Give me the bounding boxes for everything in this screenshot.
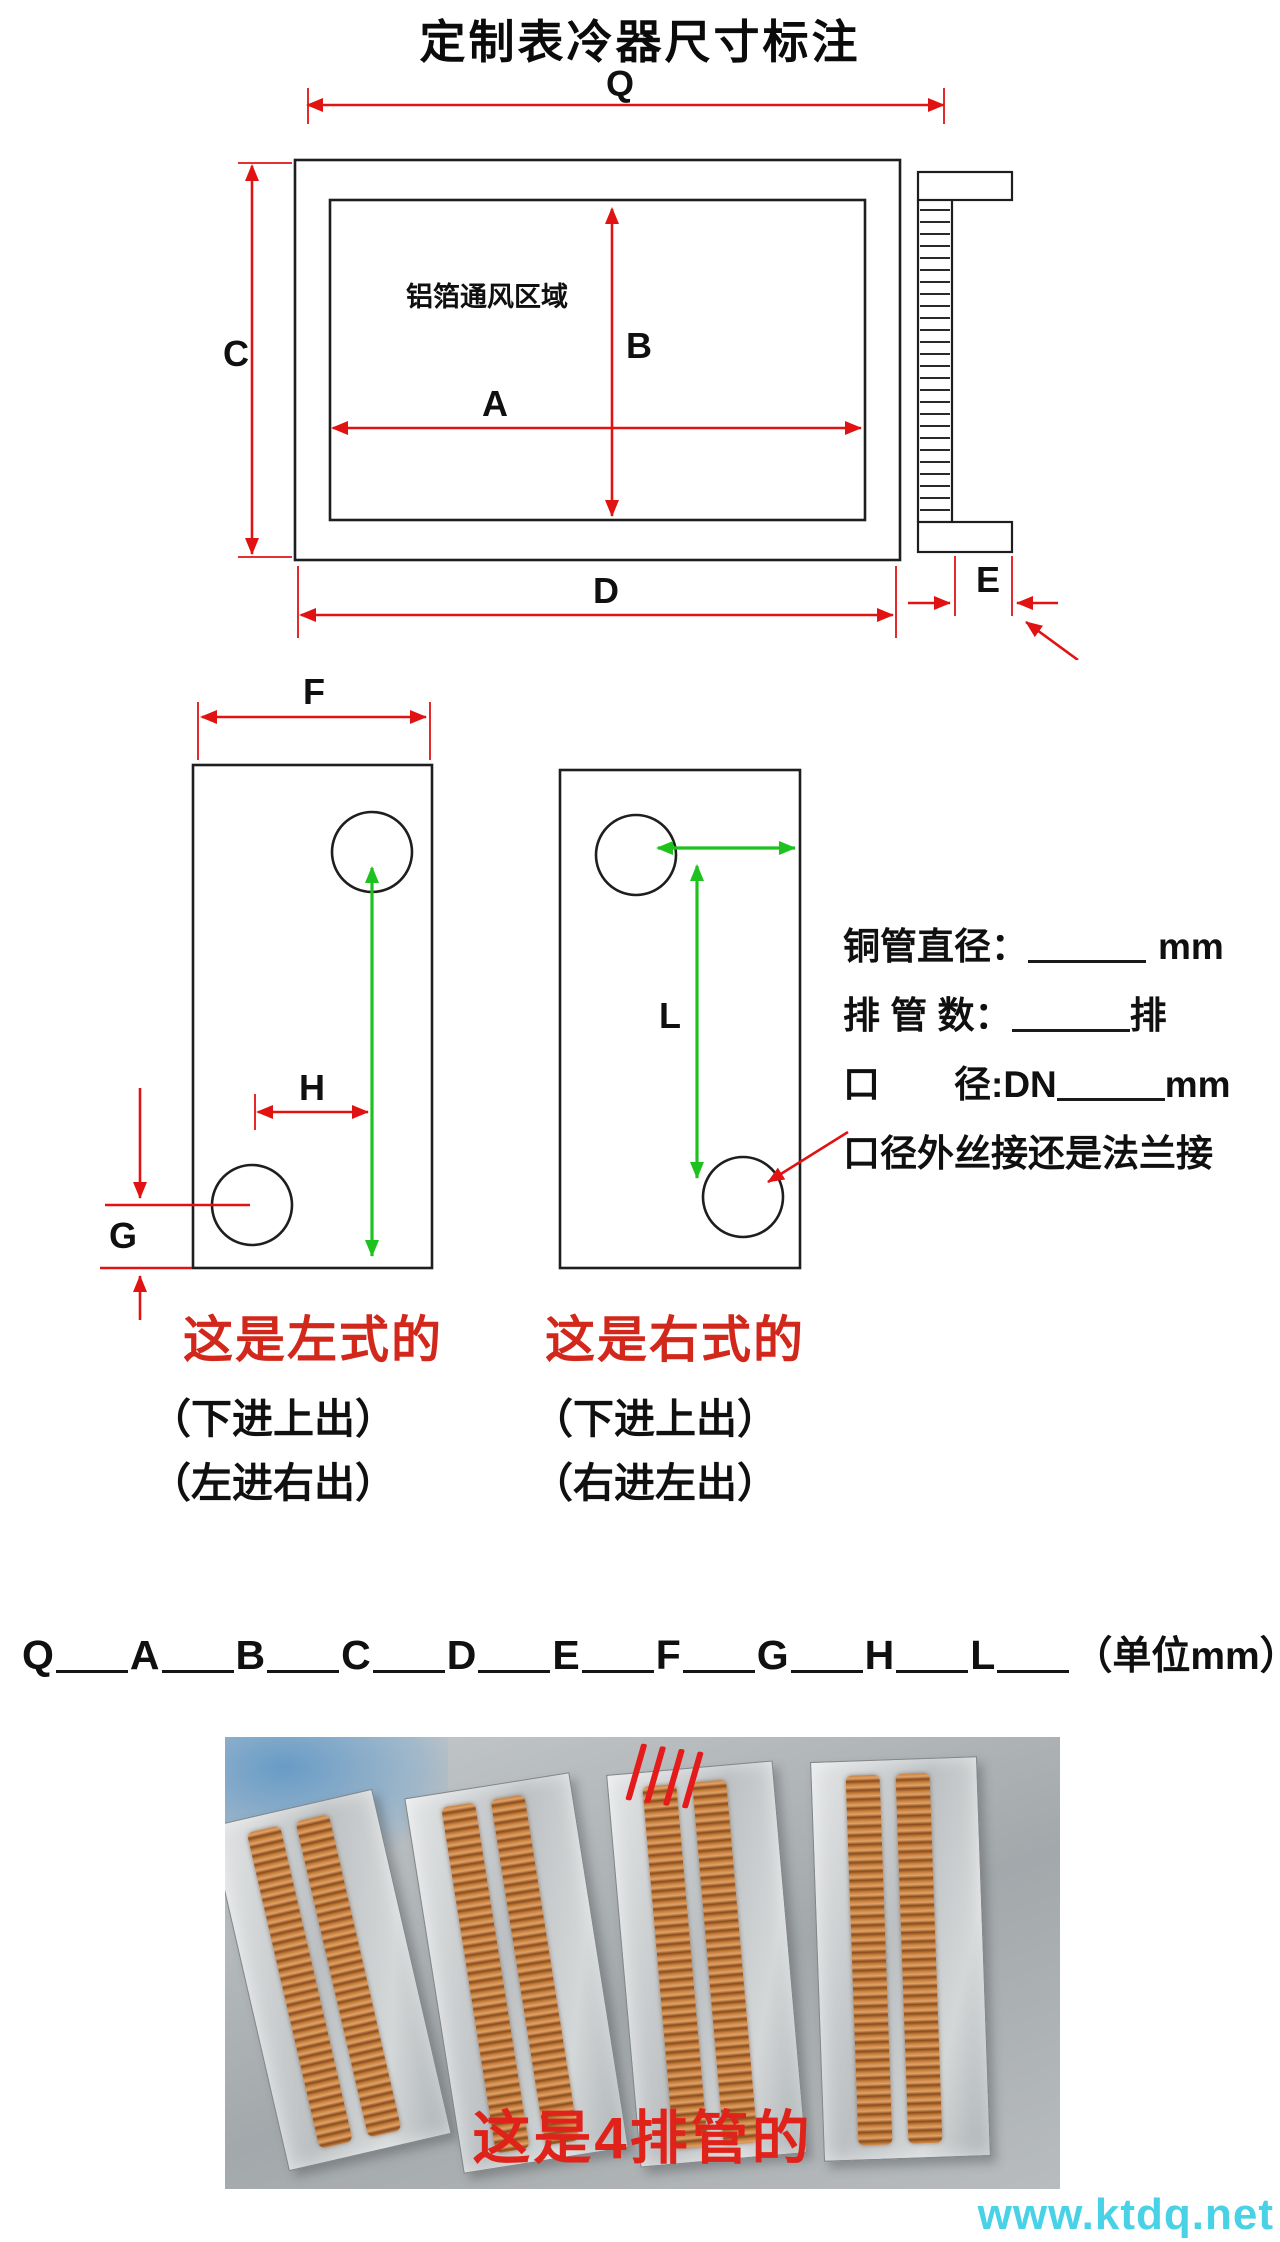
coil-side-profile	[916, 170, 1014, 554]
dim-letter-e: E	[552, 1632, 580, 1678]
dim-label-e: E	[976, 559, 1000, 600]
dim-label-f: F	[303, 671, 325, 712]
dim-e: E	[908, 556, 1079, 660]
blank-line	[682, 1666, 755, 1673]
top-flange	[916, 170, 1014, 202]
dim-label-a: A	[482, 383, 508, 424]
casing-outline	[293, 158, 902, 562]
blank-line	[1028, 956, 1146, 963]
dimension-unit-label: （单位mm）	[1073, 1635, 1280, 1678]
spec-unit: 排	[1129, 995, 1167, 1036]
spec-row-row-count: 排 管 数： 排	[843, 985, 1231, 1039]
spec-row-connection-type: 口径外丝接还是法兰接	[843, 1123, 1231, 1177]
panel-outline	[558, 768, 802, 1270]
left-style-panel: H G F	[100, 671, 434, 1320]
dim-letter-c: C	[341, 1632, 371, 1678]
dim-q: Q	[306, 63, 945, 124]
dim-a: A	[331, 383, 862, 435]
dim-letter-b: B	[235, 1632, 266, 1678]
spec-label: 口 径:DN	[843, 1064, 1057, 1105]
blank-line	[896, 1666, 969, 1673]
dimension-input-row: Q A B C D E F G H L （单位mm）	[20, 1625, 1280, 1681]
spec-unit: mm	[1158, 926, 1224, 967]
right-style-note-1: （下进上出）	[532, 1396, 778, 1442]
blank-line	[1056, 1094, 1165, 1101]
dim-label-h: H	[299, 1067, 325, 1108]
dim-letter-l: L	[970, 1632, 996, 1678]
spec-label: 口径外丝接还是法兰接	[843, 1133, 1213, 1174]
row-mark	[662, 1748, 685, 1806]
cooler-front-view-diagram: 铝箔通风区域 Q C B A	[223, 63, 1079, 660]
vent-area-label: 铝箔通风区域	[406, 281, 568, 312]
port-circle-bottom	[701, 1155, 785, 1239]
blank-line	[372, 1666, 445, 1673]
spec-form: 铜管直径： mm 排 管 数： 排 口 径:DN mm 口径外丝接还是法兰接	[843, 916, 1231, 1192]
port-circle-top	[594, 813, 678, 897]
dim-label-d: D	[593, 570, 619, 611]
dim-label-g: G	[109, 1215, 137, 1256]
dim-letter-g: G	[756, 1632, 789, 1678]
left-style-caption: 这是左式的	[183, 1312, 443, 1368]
fin-texture	[920, 206, 950, 516]
blank-line	[478, 1666, 551, 1673]
page-title: 定制表冷器尺寸标注	[419, 16, 861, 68]
copper-coil-tubes	[895, 1772, 943, 2144]
spec-unit: mm	[1164, 1064, 1231, 1105]
dim-b: B	[605, 207, 652, 517]
product-photo: 这是4排管的	[225, 1737, 1060, 2189]
right-style-panel: L	[558, 768, 849, 1270]
blank-line	[267, 1666, 340, 1673]
dim-c: C	[223, 162, 292, 558]
spec-row-port-size: 口 径:DN mm	[843, 1054, 1231, 1108]
spec-row-tube-diameter: 铜管直径： mm	[843, 916, 1231, 970]
watermark: www.ktdq.net	[977, 2190, 1274, 2239]
cooler-casing: 铝箔通风区域	[293, 158, 902, 562]
blank-line	[161, 1666, 234, 1673]
blank-line	[997, 1666, 1070, 1673]
dim-label-q: Q	[606, 63, 634, 104]
spec-label: 排 管 数：	[843, 995, 1012, 1036]
blank-line	[790, 1666, 863, 1673]
bottom-flange	[916, 520, 1014, 554]
right-style-note-2: （右进左出）	[532, 1460, 778, 1506]
dim-label-c: C	[223, 333, 249, 374]
vent-area-outline	[328, 198, 867, 522]
dim-letter-a: A	[129, 1632, 160, 1678]
leader-arrow	[1025, 620, 1079, 660]
dim-letter-h: H	[864, 1632, 895, 1678]
blank-line	[581, 1666, 654, 1673]
right-style-caption: 这是右式的	[545, 1312, 805, 1368]
left-style-note-1: （下进上出）	[150, 1396, 396, 1442]
row-count-marks	[625, 1743, 704, 1809]
dim-label-l: L	[659, 995, 681, 1036]
dim-letter-f: F	[655, 1632, 681, 1678]
copper-coil-tubes	[845, 1774, 893, 2146]
port-leader-arrow	[767, 1130, 849, 1184]
left-style-note-2: （左进右出）	[150, 1460, 396, 1506]
photo-caption: 这是4排管的	[472, 2106, 813, 2171]
row-mark	[644, 1746, 667, 1804]
blank-line	[1011, 1025, 1130, 1032]
blank-line	[55, 1666, 128, 1673]
side-views-diagram: H G F L	[100, 671, 849, 1320]
dim-label-b: B	[626, 325, 652, 366]
dim-letter-q: Q	[22, 1632, 54, 1678]
spec-label: 铜管直径：	[843, 926, 1028, 967]
dim-d: D	[297, 566, 897, 638]
dim-letter-d: D	[446, 1632, 477, 1678]
panel-outline	[191, 763, 434, 1270]
